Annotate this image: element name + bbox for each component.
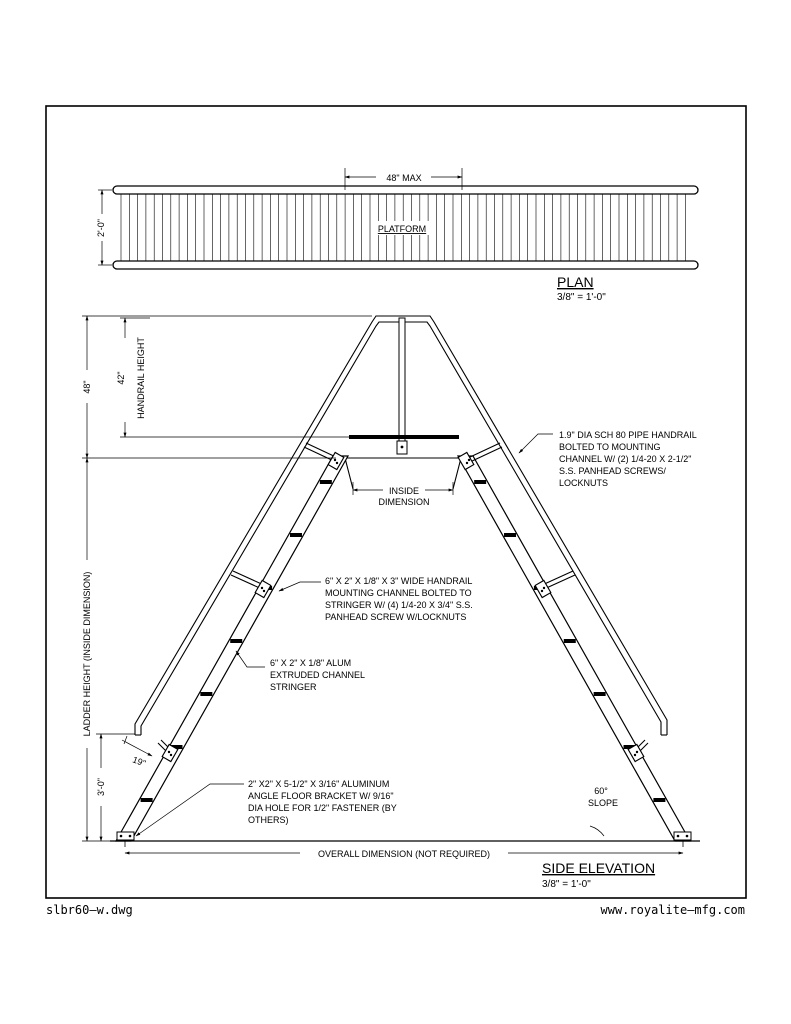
plan-width-dimension: 48" MAX: [386, 173, 421, 183]
floor-brackets: [116, 831, 692, 841]
inside-dimension-label-1: INSIDE: [389, 486, 419, 496]
floor-note-line-2: ANGLE FLOOR BRACKET W/ 9/16": [248, 791, 394, 801]
drawing-border: [45, 105, 747, 899]
floor-note-line-4: OTHERS): [248, 815, 289, 825]
left-rung: [319, 480, 332, 484]
plan-depth-dimension: 2'-0": [96, 219, 106, 237]
dimension-42: 42": [116, 371, 126, 384]
mounting-channel-note: 6" X 2" X 1/8" X 3" WIDE HANDRAIL MOUNTI…: [325, 576, 473, 622]
ladder-height-label: LADDER HEIGHT (INSIDE DIMENSION): [82, 572, 92, 737]
inside-dimension-label-2: DIMENSION: [378, 497, 429, 507]
dimension-48: 48": [82, 380, 92, 393]
note-leaders: [135, 433, 553, 837]
platform-label: PLATFORM: [378, 224, 426, 234]
plan-view: PLATFORM 48" MAX 2'-0" PLAN 3/8" = 1'-0": [96, 168, 699, 303]
floor-note-line-3: DIA HOLE FOR 1/2" FASTENER (BY: [248, 803, 397, 813]
left-rung: [200, 692, 213, 696]
handrail-note-line-3: CHANNEL W/ (2) 1/4-20 X 2-1/2": [559, 454, 691, 464]
handrail-note-line-5: LOCKNUTS: [559, 478, 608, 488]
slope-angle: 60°: [594, 786, 608, 796]
site-url: www.royalite–mfg.com: [600, 903, 746, 917]
elevation-scale: 3/8" = 1'-0": [542, 879, 591, 890]
handrail-note-line-1: 1.9" DIA SCH 80 PIPE HANDRAIL: [559, 430, 697, 440]
left-rung: [170, 745, 183, 749]
handrail-height-label: HANDRAIL HEIGHT: [136, 337, 146, 419]
handrail-note: 1.9" DIA SCH 80 PIPE HANDRAIL BOLTED TO …: [559, 430, 697, 488]
handrail-pipe: [134, 315, 668, 735]
handrail-note-line-4: S.S. PANHEAD SCREWS/: [559, 466, 666, 476]
elevation-title: SIDE ELEVATION: [542, 860, 655, 876]
side-elevation: 48" 42" HANDRAIL HEIGHT LADDER HEIGHT (I…: [82, 315, 700, 890]
mounting-note-line-3: STRINGER W/ (4) 1/4-20 X 3/4" S.S.: [325, 600, 473, 610]
right-stringer: [456, 455, 692, 842]
stringer-note-line-1: 6" X 2" X 1/8" ALUM: [270, 658, 351, 668]
right-rung: [504, 533, 517, 537]
center-post: [398, 317, 406, 445]
right-rung: [593, 692, 606, 696]
mounting-note-line-4: PANHEAD SCREW W/LOCKNUTS: [325, 612, 466, 622]
file-name: slbr60–w.dwg: [46, 903, 133, 917]
floor-bracket-note: 2" X2" X 5-1/2" X 3/16" ALUMINUM ANGLE F…: [248, 779, 397, 825]
stringer-note-line-3: STRINGER: [270, 682, 317, 692]
left-rung: [289, 533, 302, 537]
stringer-note-line-2: EXTRUDED CHANNEL: [270, 670, 365, 680]
right-rung: [653, 798, 666, 802]
overall-dimension-label: OVERALL DIMENSION (NOT REQUIRED): [318, 849, 490, 859]
ladder-rungs: [140, 480, 666, 802]
slope-label: SLOPE: [588, 798, 618, 808]
left-rung: [230, 639, 243, 643]
dimension-19: 19": [131, 755, 147, 769]
right-rung: [563, 639, 576, 643]
handrail-note-line-2: BOLTED TO MOUNTING: [559, 442, 661, 452]
right-rung: [623, 745, 636, 749]
right-rung: [474, 480, 487, 484]
plan-title: PLAN: [557, 274, 594, 290]
dimension-3ft: 3'-0": [96, 778, 106, 796]
left-rung: [140, 798, 153, 802]
stringer-note: 6" X 2" X 1/8" ALUM EXTRUDED CHANNEL STR…: [270, 658, 365, 692]
mounting-note-line-1: 6" X 2" X 1/8" X 3" WIDE HANDRAIL: [325, 576, 472, 586]
platform-label-mask: [372, 221, 432, 235]
floor-note-line-1: 2" X2" X 5-1/2" X 3/16" ALUMINUM: [248, 779, 389, 789]
plan-scale: 3/8" = 1'-0": [557, 292, 606, 303]
handrail-brackets: [157, 442, 649, 763]
mounting-note-line-2: MOUNTING CHANNEL BOLTED TO: [325, 588, 472, 598]
